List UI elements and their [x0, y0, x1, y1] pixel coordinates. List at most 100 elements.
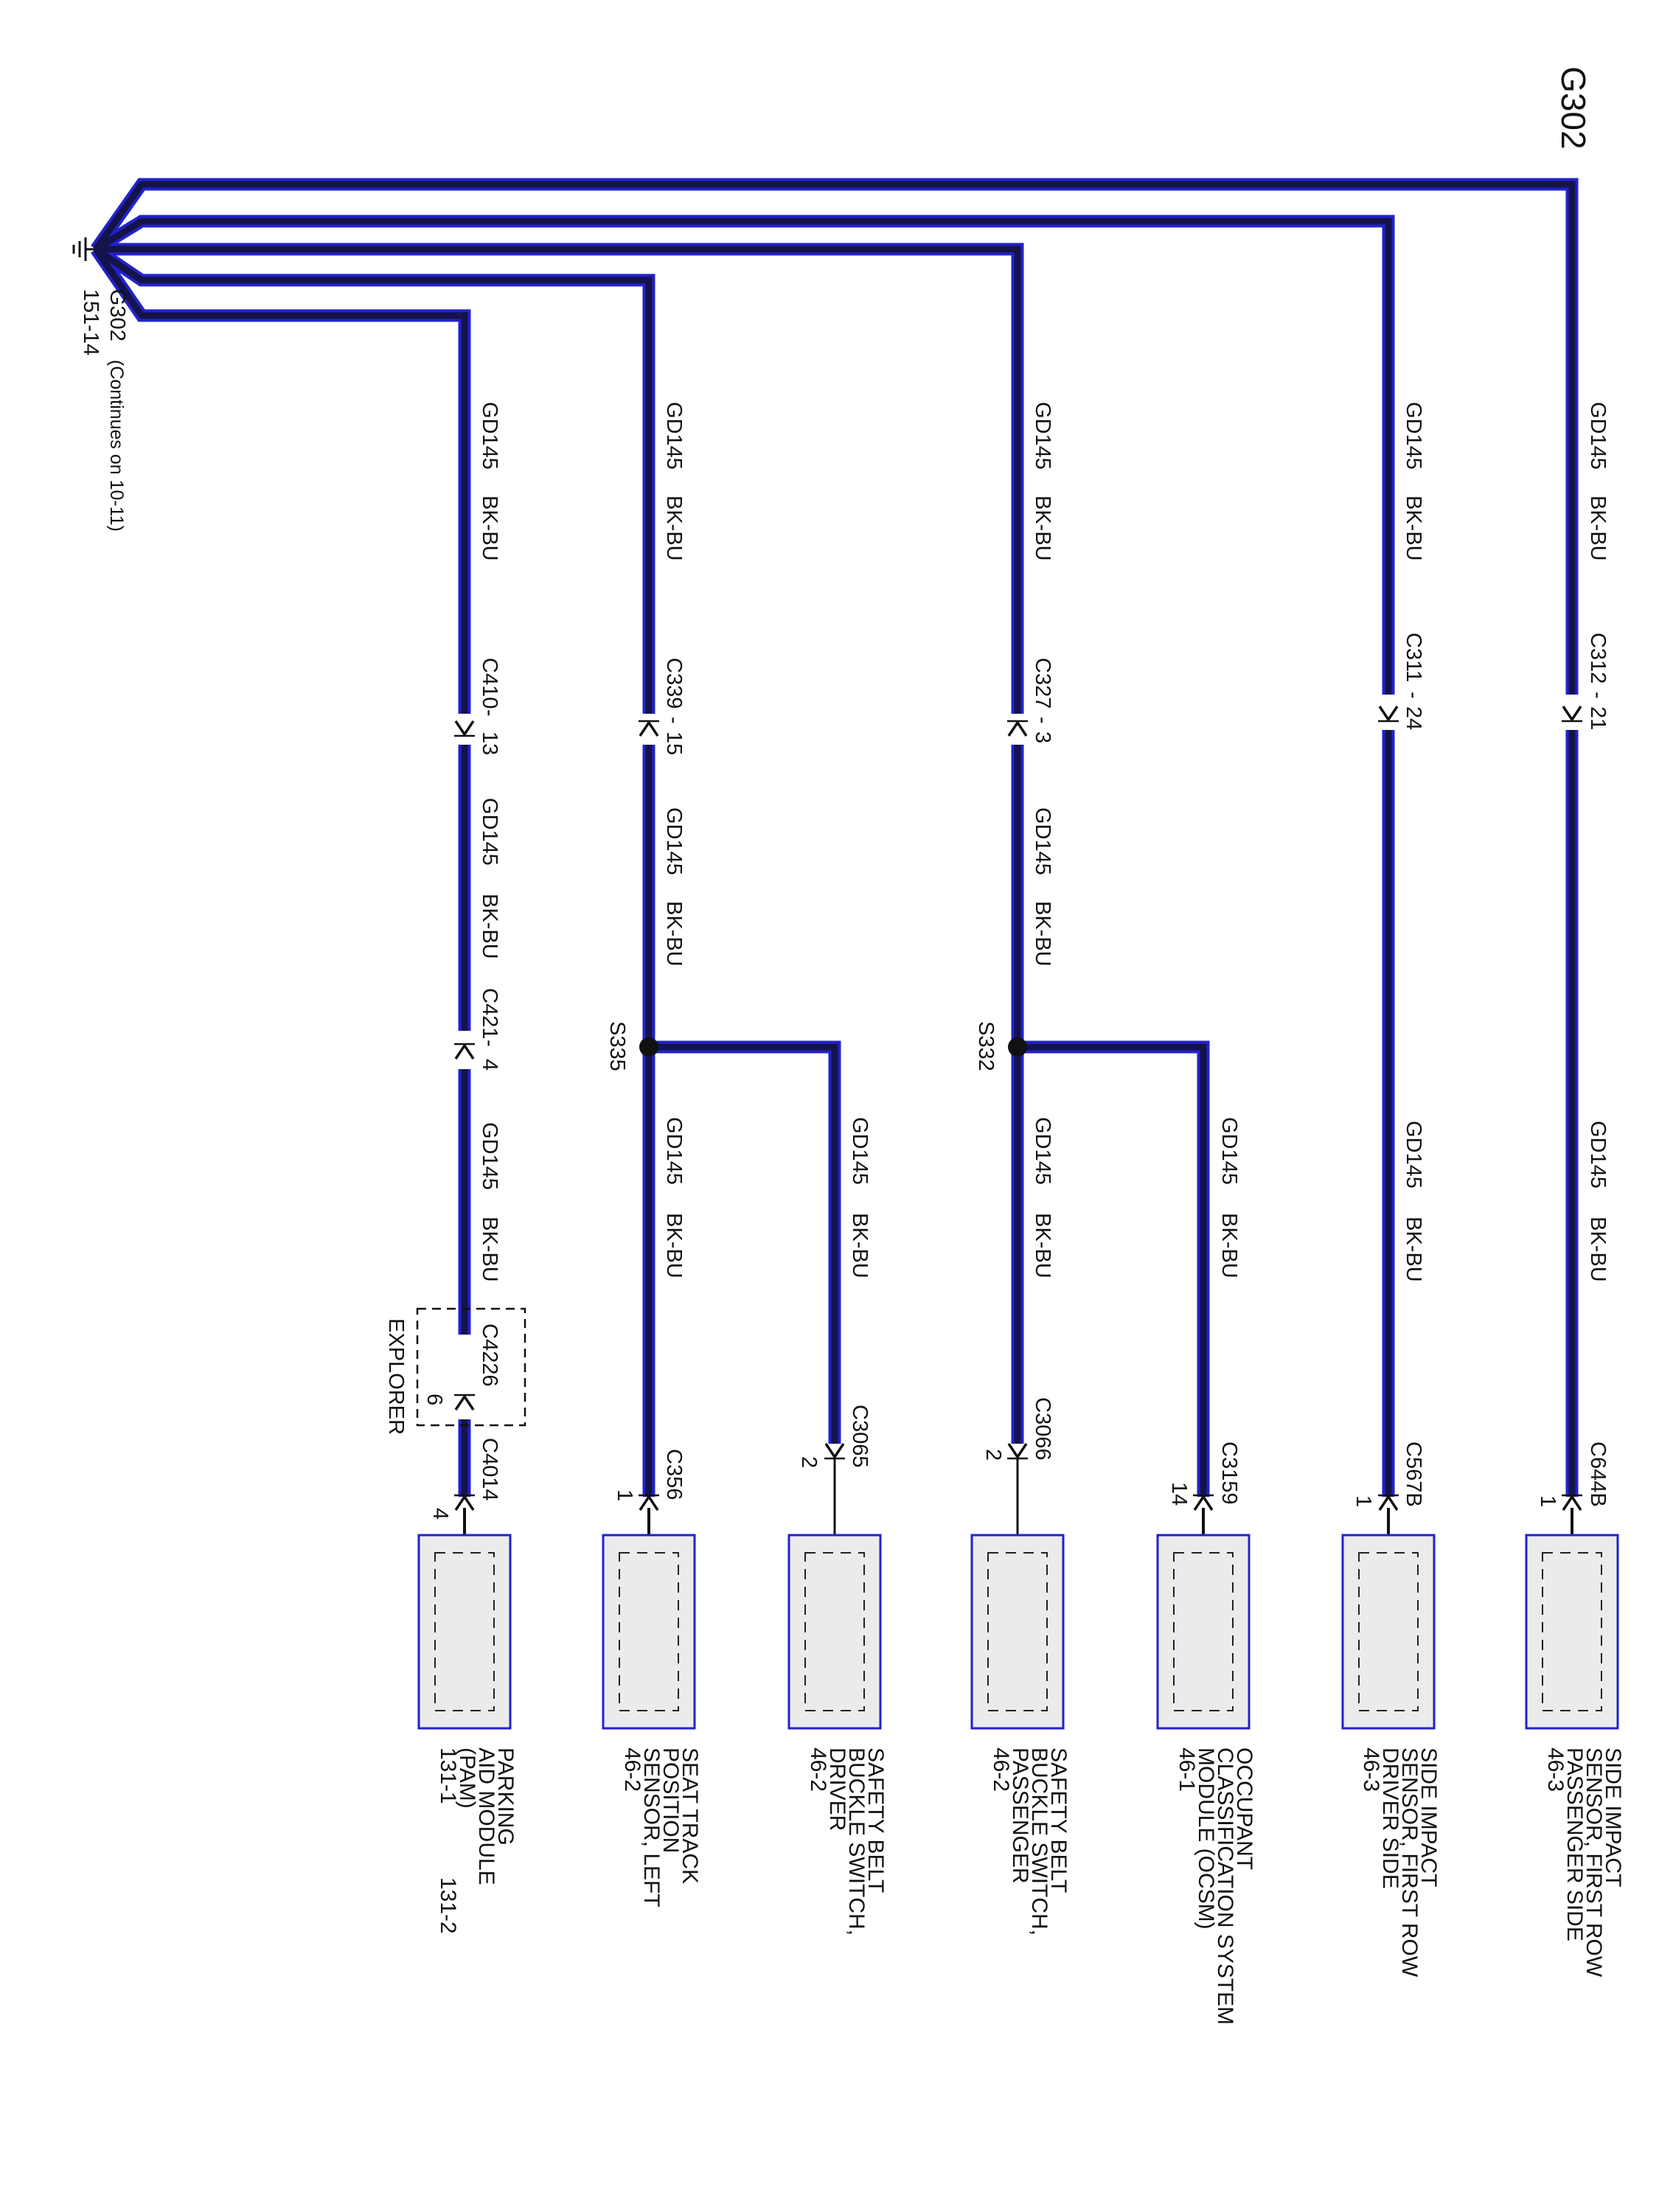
connector-c312-icon — [1560, 705, 1584, 723]
connector-c410-icon — [453, 720, 476, 737]
wire-color-label: BK-BU — [662, 495, 686, 561]
component-box-belt-passenger — [970, 1534, 1065, 1730]
connector-pin-label: 1 — [613, 1489, 636, 1501]
wire-color-label: BK-BU — [662, 901, 686, 967]
wire-color-label: BK-BU — [1402, 495, 1425, 561]
wire-circuit-label: GD145 — [662, 1117, 686, 1185]
wire-circuit-label: GD145 — [1586, 402, 1610, 470]
svg-text:PASSENGER SIDE: PASSENGER SIDE — [1562, 1747, 1587, 1941]
page-title: G302 — [1554, 66, 1593, 150]
wire-circuit-label: GD145 — [1031, 402, 1054, 470]
svg-text:46-2: 46-2 — [989, 1747, 1013, 1792]
connector-pin-label: 4 — [478, 1059, 501, 1071]
wire-color-label: BK-BU — [1586, 1217, 1610, 1282]
wire-circuit-label: GD145 — [1402, 1121, 1425, 1189]
svg-text:SENSOR, FIRST ROW: SENSOR, FIRST ROW — [1582, 1747, 1606, 1978]
wire-color-label: BK-BU — [478, 495, 501, 561]
connector-pin-label: 1 — [1536, 1495, 1559, 1507]
component-box-ocsm — [1156, 1534, 1251, 1730]
connector-pin-label: 3 — [1031, 731, 1054, 743]
connector-pin-label: 1 — [1352, 1495, 1375, 1507]
svg-text:SIDE IMPACT: SIDE IMPACT — [1416, 1747, 1441, 1887]
svg-text:SENSOR, FIRST ROW: SENSOR, FIRST ROW — [1397, 1747, 1422, 1978]
component-name-belt-driver: SAFETY BELT BUCKLE SWITCH, DRIVER 46-2 — [806, 1747, 888, 1935]
connector-label: C644B — [1586, 1441, 1610, 1507]
component-name-belt-passenger: SAFETY BELT BUCKLE SWITCH, PASSENGER 46-… — [989, 1747, 1071, 1935]
wire-color-label: BK-BU — [1402, 1217, 1425, 1282]
connector-separator: - — [662, 717, 686, 724]
connector-separator: - — [478, 709, 501, 717]
connector-c3066-icon — [1006, 1442, 1029, 1460]
svg-text:DRIVER: DRIVER — [825, 1747, 849, 1831]
svg-text:POSITION: POSITION — [658, 1747, 683, 1853]
component-boxes — [417, 1534, 1619, 1730]
wire-color-label: BK-BU — [1031, 901, 1054, 967]
wire-color-label: BK-BU — [478, 1217, 501, 1282]
component-name-seat-track: SEAT TRACK POSITION SENSOR, LEFT 46-2 — [620, 1747, 702, 1907]
svg-text:OCCUPANT: OCCUPANT — [1232, 1747, 1256, 1870]
splice-s332-icon — [1008, 1037, 1027, 1057]
wire-color-label: BK-BU — [478, 894, 501, 959]
svg-text:SIDE IMPACT: SIDE IMPACT — [1601, 1747, 1625, 1887]
svg-text:46-2: 46-2 — [806, 1747, 830, 1792]
component-box-side-impact-driver — [1341, 1534, 1436, 1730]
wire-circuit-label: GD145 — [1402, 402, 1425, 470]
connector-pin-label: 2 — [797, 1456, 821, 1468]
inline-option-note: EXPLORER — [384, 1318, 408, 1435]
svg-text:SAFETY BELT: SAFETY BELT — [863, 1747, 888, 1893]
ground-continues-note: (Continues on 10-11) — [106, 360, 127, 532]
connector-c3065-icon — [823, 1442, 846, 1460]
explorer-option-box — [416, 1307, 526, 1427]
splice-s335-icon — [639, 1037, 658, 1057]
wire-circuit-label: GD145 — [1031, 1117, 1054, 1185]
connector-pin-label: 15 — [662, 731, 686, 755]
svg-text:46-3: 46-3 — [1543, 1747, 1568, 1792]
connector-c4226-icon — [453, 1394, 476, 1411]
svg-text:SEAT TRACK: SEAT TRACK — [678, 1747, 702, 1884]
svg-text:BUCKLE SWITCH,: BUCKLE SWITCH, — [1027, 1747, 1051, 1935]
connector-c339-icon — [637, 720, 661, 737]
component-extra-ref: 131-2 — [436, 1877, 460, 1934]
connector-pin-label: 13 — [478, 731, 501, 755]
connector-pin-label: 14 — [1167, 1482, 1191, 1506]
svg-text:SAFETY BELT: SAFETY BELT — [1046, 1747, 1071, 1893]
connector-label: C3065 — [848, 1405, 872, 1467]
svg-text:46-1: 46-1 — [1175, 1747, 1199, 1792]
component-name-parking-aid: PARKING AID MODULE (PAM) 131-1 131-2 — [436, 1747, 518, 1934]
splice-label: S335 — [605, 1021, 629, 1071]
connector-separator: - — [1586, 692, 1610, 699]
wire-circuit-label: GD145 — [478, 798, 501, 866]
wire-circuit-label: GD145 — [1031, 807, 1054, 875]
component-name-side-impact-passenger: SIDE IMPACT SENSOR, FIRST ROW PASSENGER … — [1543, 1747, 1625, 1978]
svg-text:DRIVER SIDE: DRIVER SIDE — [1378, 1747, 1402, 1889]
wire-circuit-label: GD145 — [478, 1122, 501, 1190]
component-box-belt-driver — [787, 1534, 882, 1730]
harness-wires — [91, 178, 1579, 1541]
connector-label: C410 — [478, 658, 501, 709]
svg-text:CLASSIFICATION SYSTEM: CLASSIFICATION SYSTEM — [1213, 1747, 1237, 2025]
svg-text:PARKING: PARKING — [493, 1747, 518, 1846]
svg-text:BUCKLE SWITCH,: BUCKLE SWITCH, — [844, 1747, 869, 1935]
component-box-side-impact-passenger — [1525, 1534, 1619, 1730]
component-name-side-impact-driver: SIDE IMPACT SENSOR, FIRST ROW DRIVER SID… — [1359, 1747, 1441, 1978]
connector-c311-icon — [1377, 705, 1400, 723]
connector-label: C567B — [1402, 1441, 1425, 1507]
connector-label: C327 — [1031, 658, 1054, 709]
connector-label: C4014 — [478, 1438, 501, 1500]
ground-symbol-icon — [72, 237, 96, 261]
component-box-parking-aid — [417, 1534, 512, 1730]
component-box-seat-track — [602, 1534, 696, 1730]
connector-separator: - — [478, 1040, 501, 1047]
svg-text:(PAM): (PAM) — [455, 1747, 479, 1809]
wire-color-label: BK-BU — [1031, 495, 1054, 561]
wire-circuit-label: GD145 — [478, 402, 501, 470]
svg-text:SENSOR, LEFT: SENSOR, LEFT — [639, 1747, 664, 1907]
component-name-ocsm: OCCUPANT CLASSIFICATION SYSTEM MODULE (O… — [1175, 1747, 1256, 2025]
connector-label: C4226 — [478, 1324, 501, 1386]
svg-text:MODULE (OCSM): MODULE (OCSM) — [1194, 1747, 1218, 1930]
connector-label: C3066 — [1031, 1397, 1054, 1460]
wire-circuit-label: GD145 — [1586, 1121, 1610, 1189]
wire-color-label: BK-BU — [1031, 1213, 1054, 1279]
svg-text:46-3: 46-3 — [1359, 1747, 1383, 1792]
